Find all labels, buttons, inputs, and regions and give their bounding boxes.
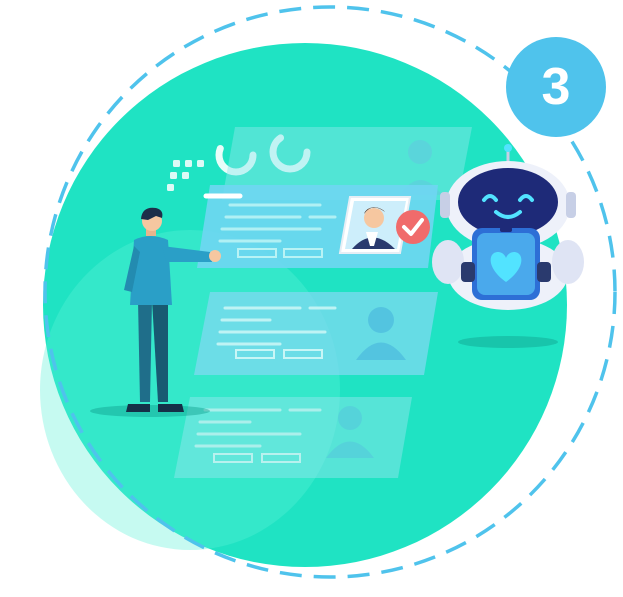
robot-character [432,144,584,348]
profile-card-middle[interactable] [194,292,438,375]
heart-icon [490,252,522,282]
loading-rings [215,131,311,176]
person-silhouette-icon-faded [326,406,374,458]
check-circle-icon [396,210,430,244]
profile-card-active[interactable] [197,185,438,268]
robot-tablet [472,227,540,300]
dashed-ring [43,5,617,579]
badge-number: 3 [541,58,571,116]
robot-eyes [482,194,534,202]
decorative-dots [167,160,204,191]
candidate-photo [338,196,412,254]
number-badge: 3 [506,37,606,137]
background-circle-highlight [40,230,340,550]
person-silhouette-icon [356,307,406,360]
profile-card-bottom[interactable] [174,397,412,478]
standing-person [90,207,221,417]
